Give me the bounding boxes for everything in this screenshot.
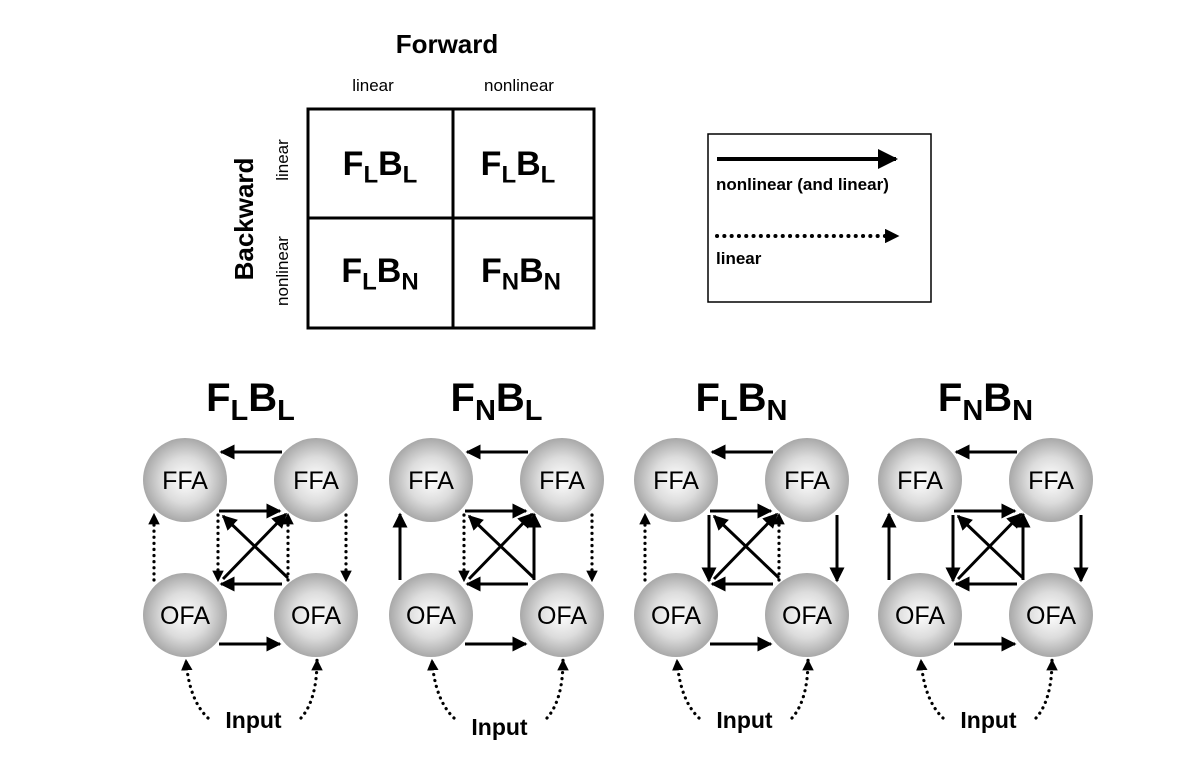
node-circle xyxy=(634,573,718,657)
node-ofa-left: OFA xyxy=(389,573,473,657)
matrix-cell-0-0: FLBL xyxy=(343,145,418,188)
node-ofa-right: OFA xyxy=(274,573,358,657)
node-circle xyxy=(1009,438,1093,522)
node-ffa-left: FFA xyxy=(389,438,473,522)
node-label: FFA xyxy=(1028,467,1074,495)
legend-dotted-label: linear xyxy=(716,249,762,268)
matrix-cell-1-0: FLBN xyxy=(341,252,418,295)
edge-input-left xyxy=(916,658,945,720)
backward-title: Backward xyxy=(229,158,259,281)
node-ffa-left: FFA xyxy=(634,438,718,522)
node-circle xyxy=(520,573,604,657)
node-ofa-right: OFA xyxy=(1009,573,1093,657)
edge-input-left xyxy=(181,658,210,720)
node-label: FFA xyxy=(162,467,208,495)
node-ffa-left: FFA xyxy=(878,438,962,522)
input-label: Input xyxy=(471,714,528,740)
node-circle xyxy=(765,573,849,657)
node-circle xyxy=(878,438,962,522)
node-label: FFA xyxy=(408,467,454,495)
network-4: FNBN FFA FFA OFA OFA Input xyxy=(878,376,1093,733)
node-ffa-right: FFA xyxy=(765,438,849,522)
matrix-cell-0-1: FLBL xyxy=(481,145,556,188)
node-label: OFA xyxy=(651,602,701,630)
node-label: OFA xyxy=(1026,602,1076,630)
node-label: OFA xyxy=(537,602,587,630)
edge-ofa-l-to-ffa-r xyxy=(712,512,779,581)
node-label: OFA xyxy=(406,602,456,630)
node-circle xyxy=(1009,573,1093,657)
edge-ofa-l-to-ffa-r xyxy=(221,512,288,581)
node-label: OFA xyxy=(782,602,832,630)
node-label: FFA xyxy=(539,467,585,495)
node-circle xyxy=(143,438,227,522)
network-2: FNBL FFA FFA OFA OFA Input xyxy=(389,376,604,740)
edge-input-right xyxy=(299,658,323,720)
node-circle xyxy=(143,573,227,657)
node-circle xyxy=(274,438,358,522)
row-label-nonlinear: nonlinear xyxy=(273,236,292,306)
node-ofa-left: OFA xyxy=(634,573,718,657)
node-circle xyxy=(520,438,604,522)
node-ffa-right: FFA xyxy=(520,438,604,522)
node-circle xyxy=(634,438,718,522)
input-label: Input xyxy=(225,707,282,733)
edge-ofa-l-to-ffa-r xyxy=(956,512,1023,581)
node-label: FFA xyxy=(653,467,699,495)
edge-input-left xyxy=(672,658,701,720)
node-label: FFA xyxy=(784,467,830,495)
node-circle xyxy=(878,573,962,657)
legend-box xyxy=(707,133,932,303)
node-ofa-left: OFA xyxy=(878,573,962,657)
edge-input-right xyxy=(545,658,569,720)
legend: nonlinear (and linear) linear xyxy=(707,133,932,303)
input-label: Input xyxy=(716,707,773,733)
network-title: FLBN xyxy=(696,376,788,427)
node-circle xyxy=(274,573,358,657)
legend-solid-label: nonlinear (and linear) xyxy=(716,175,889,194)
node-ofa-right: OFA xyxy=(765,573,849,657)
edge-input-left xyxy=(427,658,456,720)
node-circle xyxy=(389,573,473,657)
matrix-cell-1-1: FNBN xyxy=(481,252,561,295)
row-label-linear: linear xyxy=(273,139,292,181)
network-1: FLBL FFA FFA OFA OFA Input xyxy=(143,376,358,733)
node-ffa-right: FFA xyxy=(1009,438,1093,522)
node-ofa-right: OFA xyxy=(520,573,604,657)
node-ffa-right: FFA xyxy=(274,438,358,522)
network-title: FLBL xyxy=(206,376,295,427)
col-label-linear: linear xyxy=(352,76,394,95)
col-label-nonlinear: nonlinear xyxy=(484,76,554,95)
node-circle xyxy=(389,438,473,522)
forward-title: Forward xyxy=(396,29,499,59)
node-label: FFA xyxy=(293,467,339,495)
node-circle xyxy=(765,438,849,522)
node-label: OFA xyxy=(291,602,341,630)
node-ffa-left: FFA xyxy=(143,438,227,522)
edge-ofa-l-to-ffa-r xyxy=(467,512,534,581)
network-title: FNBL xyxy=(451,376,543,427)
node-ofa-left: OFA xyxy=(143,573,227,657)
network-title: FNBN xyxy=(938,376,1033,427)
edge-input-right xyxy=(790,658,814,720)
network-3: FLBN FFA FFA OFA OFA Input xyxy=(634,376,849,733)
node-label: OFA xyxy=(895,602,945,630)
node-label: OFA xyxy=(160,602,210,630)
edge-input-right xyxy=(1034,658,1058,720)
node-label: FFA xyxy=(897,467,943,495)
input-label: Input xyxy=(960,707,1017,733)
matrix-panel: Forward linear nonlinear Backward linear… xyxy=(229,29,596,330)
